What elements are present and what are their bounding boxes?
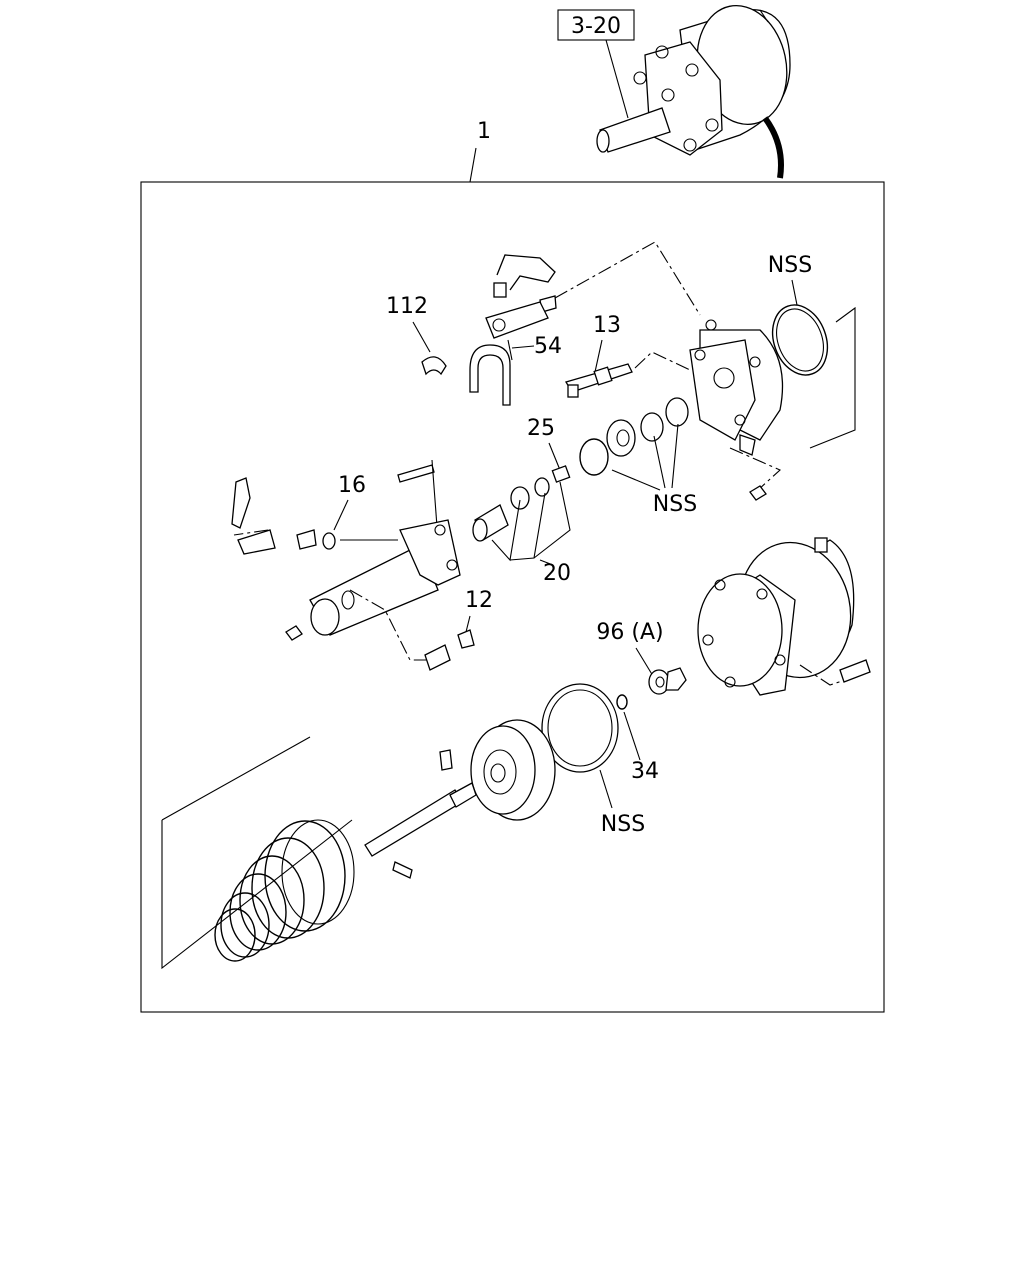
callout-112[interactable]: 112 bbox=[386, 294, 428, 319]
o-ring-icon bbox=[771, 304, 829, 376]
callout-54[interactable]: 54 bbox=[534, 334, 562, 359]
callout-1[interactable]: 1 bbox=[477, 119, 491, 144]
diaphragm-icon bbox=[541, 683, 619, 773]
callout-20[interactable]: 20 bbox=[543, 561, 571, 586]
reference-assembly-icon: 3-20 bbox=[557, 4, 791, 179]
callout-13[interactable]: 13 bbox=[593, 313, 621, 338]
clip-icon bbox=[421, 356, 447, 376]
callout-nss-mid[interactable]: NSS bbox=[653, 492, 697, 517]
callout-96a[interactable]: 96 (A) bbox=[596, 620, 663, 645]
kit-frame bbox=[140, 181, 885, 1013]
callout-nss-bottom[interactable]: NSS bbox=[601, 812, 645, 837]
callout-34[interactable]: 34 bbox=[631, 759, 659, 784]
o-ring-small-icon bbox=[579, 438, 609, 476]
valve-body-icon bbox=[689, 319, 784, 456]
callout-nss-top[interactable]: NSS bbox=[768, 253, 812, 278]
actuator-housing-icon bbox=[697, 537, 855, 696]
ref-box-frame bbox=[557, 9, 635, 41]
coil-spring-icon bbox=[214, 819, 355, 962]
ref-box-label[interactable]: 3-20 bbox=[571, 14, 621, 39]
callout-12[interactable]: 12 bbox=[465, 588, 493, 613]
callout-25[interactable]: 25 bbox=[527, 416, 555, 441]
callout-16[interactable]: 16 bbox=[338, 473, 366, 498]
